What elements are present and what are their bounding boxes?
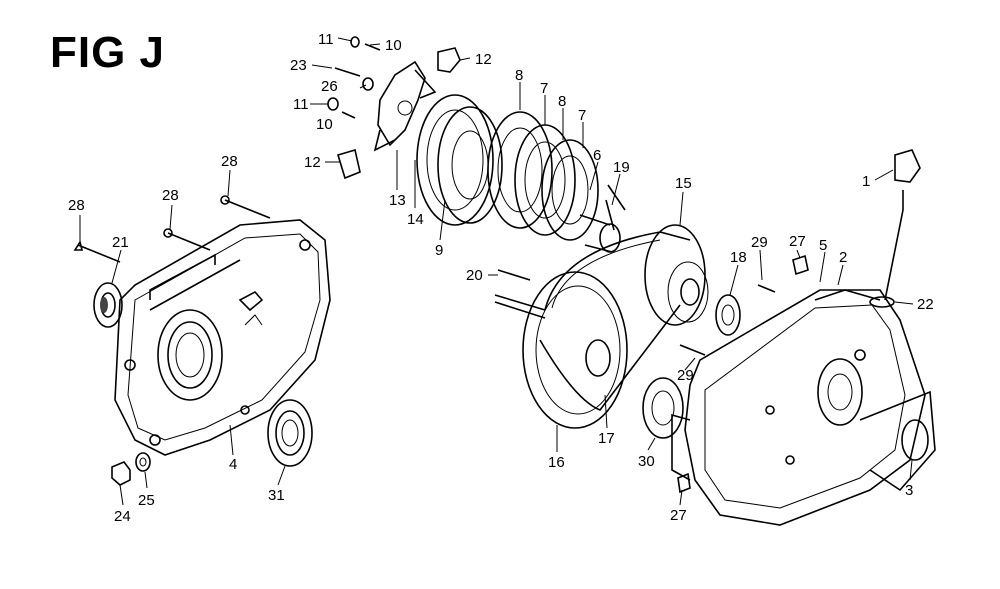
callout-21: 21 (112, 234, 129, 251)
clutch-plate-part (373, 60, 437, 152)
callout-11: 11 (318, 31, 334, 48)
callout-1: 1 (862, 173, 870, 190)
callout-17: 17 (598, 430, 615, 447)
callout-28: 28 (162, 187, 179, 204)
callout-5: 5 (819, 237, 827, 254)
callout-8: 8 (515, 67, 523, 84)
callout-10: 10 (385, 37, 402, 54)
bearing-30-part (642, 377, 684, 439)
callout-27: 27 (789, 233, 806, 250)
figure-title: FIG J (50, 28, 166, 77)
callout-28: 28 (68, 197, 85, 214)
callout-30: 30 (638, 453, 655, 470)
callout-13: 13 (389, 192, 406, 209)
callout-10: 10 (316, 116, 333, 133)
callout-3: 3 (905, 482, 913, 499)
drive-chain-part (539, 231, 691, 411)
callout-7: 7 (578, 107, 586, 124)
oil-seal-part (93, 282, 123, 328)
callout-25: 25 (138, 492, 155, 509)
callout-28: 28 (221, 153, 238, 170)
callout-11: 11 (293, 96, 309, 113)
bolt-part (73, 195, 271, 263)
callout-7: 7 (540, 80, 548, 97)
friction-disc-part (487, 111, 599, 241)
clutch-drum-part (416, 94, 503, 226)
left-cover-part (114, 219, 331, 456)
callout-29: 29 (677, 367, 694, 384)
callout-29: 29 (751, 234, 768, 251)
callout-9: 9 (435, 242, 443, 259)
right-case-part (671, 289, 936, 526)
leader-lines (79, 37, 914, 506)
callout-16: 16 (548, 454, 565, 471)
callout-12: 12 (475, 51, 492, 68)
dipstick-part (869, 149, 921, 308)
callout-labels: 11 10 12 23 26 11 10 8 7 8 7 6 19 12 13 … (68, 31, 934, 525)
large-sprocket-part (522, 271, 628, 429)
clutch-shaft-part (579, 184, 626, 253)
callout-23: 23 (290, 57, 307, 74)
callout-27: 27 (670, 507, 687, 524)
bearing-part (267, 399, 313, 467)
callout-26: 26 (321, 78, 338, 95)
callout-4: 4 (229, 456, 237, 473)
callout-8: 8 (558, 93, 566, 110)
seal-18-part (715, 294, 741, 336)
callout-20: 20 (466, 267, 483, 284)
callout-31: 31 (268, 487, 285, 504)
callout-6: 6 (593, 147, 601, 164)
callout-14: 14 (407, 211, 424, 228)
output-shaft-part (494, 269, 546, 319)
callout-15: 15 (675, 175, 692, 192)
callout-22: 22 (917, 296, 934, 313)
callout-24: 24 (114, 508, 131, 525)
callout-18: 18 (730, 249, 747, 266)
callout-2: 2 (839, 249, 847, 266)
dowel-pin-part (605, 199, 809, 494)
spring-part (327, 36, 461, 180)
callout-12: 12 (304, 154, 321, 171)
callout-19: 19 (613, 159, 630, 176)
small-sprocket-part (644, 224, 709, 326)
drain-bolt-part (111, 452, 151, 486)
